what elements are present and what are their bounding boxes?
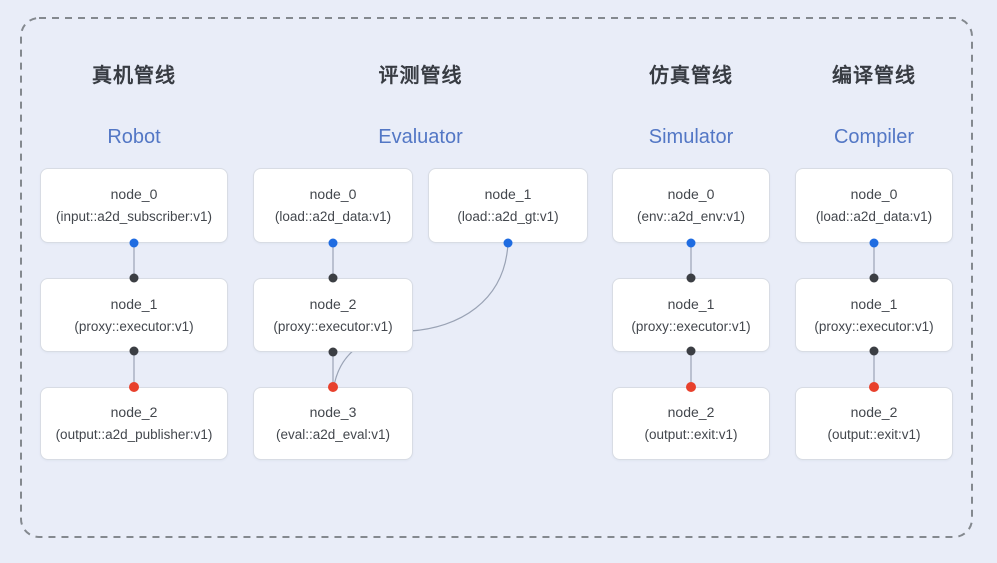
pipeline-title-en-robot: Robot [107,126,161,148]
node-compiler-0: node_0 (load::a2d_data:v1) [795,168,953,243]
node-evaluator-0: node_0 (load::a2d_data:v1) [253,168,413,243]
node-type: (proxy::executor:v1) [814,318,934,334]
node-type: (proxy::executor:v1) [74,318,194,334]
node-name: node_2 [110,404,158,420]
pipeline-title-zh-simulator: 仿真管线 [649,65,733,87]
node-type: (env::a2d_env:v1) [636,209,746,224]
pipeline-title-en-compiler: Compiler [833,126,915,148]
node-robot-1: node_1 (proxy::executor:v1) [40,278,228,352]
node-name: node_2 [667,404,715,420]
node-compiler-2: node_2 (output::exit:v1) [795,387,953,460]
pipeline-title-zh-robot: 真机管线 [92,65,176,87]
node-type: (proxy::executor:v1) [273,318,393,334]
pipeline-title-en-simulator: Simulator [648,126,734,148]
node-name: node_1 [667,295,715,312]
node-name: node_1 [110,295,158,312]
node-type: (load::a2d_gt:v1) [457,209,559,224]
node-robot-2: node_2 (output::a2d_publisher:v1) [40,387,228,460]
node-compiler-1: node_1 (proxy::executor:v1) [795,278,953,352]
node-type: (load::a2d_data:v1) [274,209,392,224]
node-simulator-0: node_0 (env::a2d_env:v1) [612,168,770,243]
node-type: (output::exit:v1) [644,427,738,442]
node-robot-0: node_0 (input::a2d_subscriber:v1) [40,168,228,243]
node-type: (load::a2d_data:v1) [815,209,933,224]
node-name: node_0 [667,186,715,202]
node-name: node_2 [850,404,898,420]
node-type: (output::exit:v1) [827,427,921,442]
pipeline-title-zh-compiler: 编译管线 [832,65,916,87]
node-name: node_0 [110,186,158,202]
node-type: (input::a2d_subscriber:v1) [55,209,213,224]
node-type: (eval::a2d_eval:v1) [275,427,391,442]
node-name: node_2 [309,295,357,312]
node-simulator-1: node_1 (proxy::executor:v1) [612,278,770,352]
node-name: node_1 [484,186,532,202]
node-name: node_0 [850,186,898,202]
pipeline-title-zh-evaluator: 评测管线 [378,65,463,87]
node-name: node_3 [309,404,357,420]
node-name: node_1 [850,295,898,312]
node-evaluator-1: node_1 (load::a2d_gt:v1) [428,168,588,243]
node-simulator-2: node_2 (output::exit:v1) [612,387,770,460]
node-evaluator-2: node_2 (proxy::executor:v1) [253,278,413,352]
node-type: (proxy::executor:v1) [631,318,751,334]
node-evaluator-3: node_3 (eval::a2d_eval:v1) [253,387,413,460]
node-type: (output::a2d_publisher:v1) [55,427,213,442]
node-name: node_0 [309,186,357,202]
pipeline-title-en-evaluator: Evaluator [378,126,463,148]
